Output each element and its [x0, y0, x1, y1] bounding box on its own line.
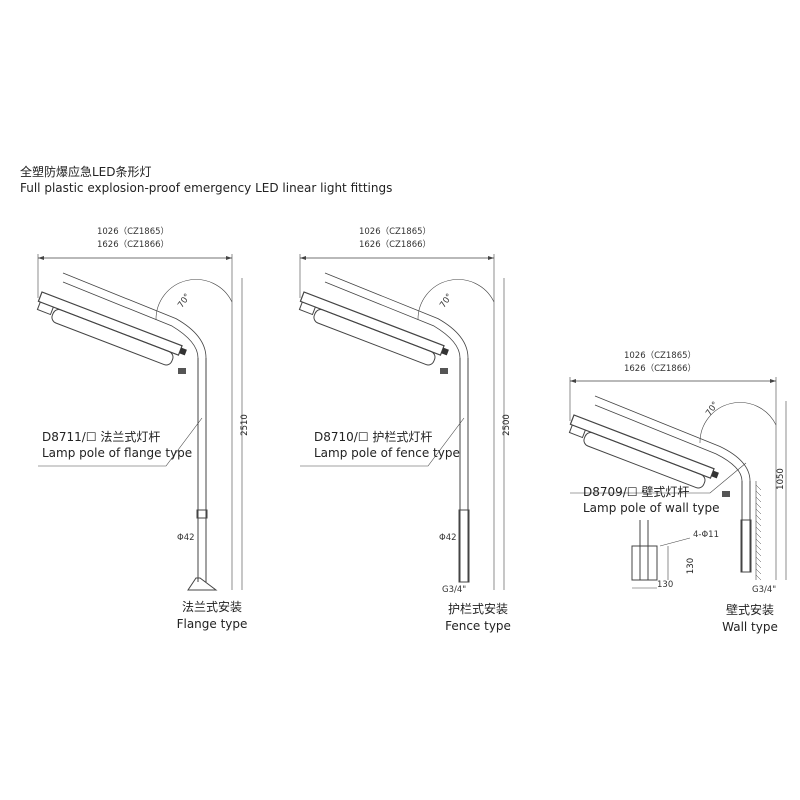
diameter-label: Φ42 [439, 533, 457, 543]
clamp [722, 491, 730, 497]
model-label: D8710/☐ 护栏式灯杆 [314, 430, 433, 444]
width-dim-1626: 1626（CZ1866） [96, 240, 170, 250]
wall-plate [631, 545, 658, 581]
arm-tube [62, 281, 199, 359]
wall-hatch [755, 508, 762, 515]
lamp-body [36, 291, 187, 366]
lamp-bracket [568, 424, 586, 439]
clamp [178, 368, 186, 374]
wall-hatch [755, 562, 762, 569]
caption-en: Fence type [445, 619, 511, 633]
wall-hatch [755, 514, 762, 521]
arm-tube [324, 281, 461, 359]
angle-arc [417, 279, 495, 321]
holes-leader [659, 537, 691, 547]
wall-hatch [755, 574, 762, 581]
height-dim: 2510 [239, 414, 250, 436]
angle-arc [155, 279, 233, 321]
lamp-diffuser [583, 432, 706, 489]
wall-hatch [755, 484, 762, 491]
wall-hatch [755, 496, 762, 503]
width-dim-1026: 1026（CZ1865） [358, 227, 432, 237]
sleeve [740, 519, 752, 573]
leader-line [38, 417, 203, 467]
title-english: Full plastic explosion-proof emergency L… [20, 181, 393, 195]
title-chinese: 全塑防爆应急LED条形灯 [20, 165, 152, 179]
wall-hatch [755, 544, 762, 551]
arm-tube [594, 404, 743, 482]
lamp-body [568, 414, 719, 489]
caption-en: Wall type [722, 620, 778, 634]
caption-cn: 法兰式安装 [181, 600, 242, 614]
width-dim-1026: 1026（CZ1865） [623, 351, 697, 361]
width-dim-1626: 1626（CZ1866） [358, 240, 432, 250]
wall-hatch [755, 490, 762, 497]
arm-tube [594, 395, 751, 482]
lamp-bracket [298, 301, 316, 316]
model-label-en: Lamp pole of flange type [42, 446, 193, 460]
diameter-label: Φ42 [177, 533, 195, 543]
wall-hatch [755, 502, 762, 509]
model-label: D8709/☐ 壁式灯杆 [583, 485, 690, 499]
lamp-cable-gland [441, 347, 449, 356]
height-dim: 1050 [775, 468, 786, 490]
caption-en: Flange type [176, 617, 248, 631]
wall-hatch [755, 538, 762, 545]
plate-height-label: 130 [686, 557, 697, 575]
height-dim: 2500 [501, 414, 512, 436]
caption-cn: 护栏式安装 [447, 602, 508, 616]
model-label-en: Lamp pole of wall type [583, 501, 720, 515]
wall-hatch [755, 532, 762, 539]
sleeve [458, 509, 470, 583]
wall-hatch [755, 550, 762, 557]
model-label: D8711/☐ 法兰式灯杆 [42, 430, 161, 444]
lamp-diffuser [51, 309, 174, 366]
lamp-body [298, 291, 449, 366]
arm-tube [324, 272, 469, 359]
leader-line [300, 417, 465, 467]
lamp-cable-gland [179, 347, 187, 356]
width-dim-1626: 1626（CZ1866） [623, 364, 697, 374]
clamp [440, 368, 448, 374]
width-dim-1026: 1026（CZ1865） [96, 227, 170, 237]
flange-base [187, 577, 218, 591]
fixture [36, 254, 243, 591]
wall-hatch [755, 556, 762, 563]
wall-hatch [755, 520, 762, 527]
thread-label: G3/4" [442, 585, 467, 595]
fixture [298, 254, 505, 590]
caption-cn: 壁式安装 [725, 603, 774, 617]
holes-label: 4-Φ11 [693, 530, 719, 540]
plate-width-label: 130 [657, 580, 674, 590]
lamp-cable-gland [711, 470, 719, 479]
wall-hatch [755, 568, 762, 575]
leader-line [570, 462, 747, 494]
lamp-bracket [36, 301, 54, 316]
sleeve [196, 509, 208, 519]
angle-arc [699, 402, 777, 444]
wall-hatch [755, 526, 762, 533]
model-label-en: Lamp pole of fence type [314, 446, 460, 460]
arm-tube [62, 272, 207, 359]
thread-label: G3/4" [752, 585, 777, 595]
lamp-diffuser [313, 309, 436, 366]
fixture [568, 377, 787, 581]
